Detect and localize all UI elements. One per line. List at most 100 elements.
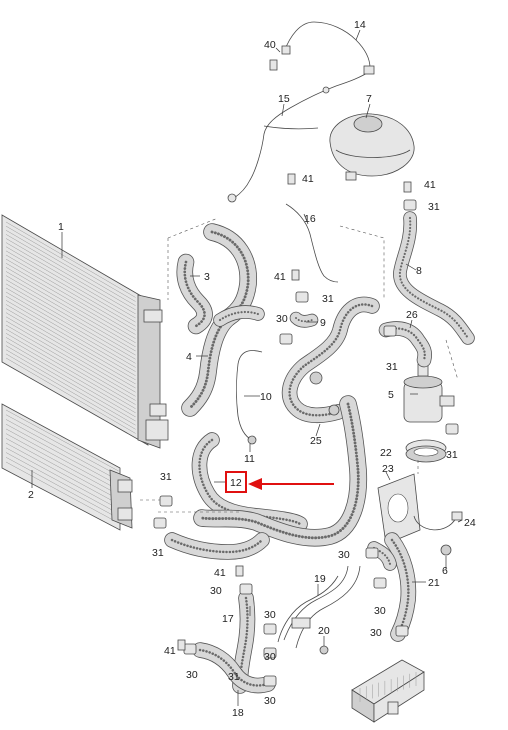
callout-40: 40	[264, 39, 276, 51]
callout-23: 23	[382, 463, 394, 475]
fin-line	[5, 225, 136, 302]
fin-line	[5, 457, 119, 519]
fin-line	[5, 353, 136, 430]
seal-ring	[405, 439, 447, 463]
fin-line	[5, 275, 136, 352]
callout-41: 41	[214, 567, 226, 579]
expansion-tank	[329, 113, 415, 181]
clip-41	[291, 269, 300, 281]
fin-line	[5, 234, 136, 311]
hose-9-layer	[290, 312, 318, 327]
fin-line	[5, 333, 136, 409]
leader-lines	[31, 29, 463, 706]
coolant-pipes-19	[277, 565, 361, 649]
sensor-t-piece	[328, 404, 340, 416]
fin-line	[5, 221, 136, 298]
auxiliary-radiator	[1, 403, 133, 531]
fin-line	[5, 312, 136, 389]
clip-41	[287, 173, 296, 185]
callout-30: 30	[338, 549, 350, 561]
highlight-box	[225, 471, 247, 493]
callout-22: 22	[380, 447, 392, 459]
clip-30	[365, 547, 379, 559]
fin-line	[5, 250, 136, 327]
hose-8-layer	[398, 216, 470, 340]
fin-line	[5, 295, 136, 372]
clip-31	[159, 495, 173, 507]
callout-41: 41	[302, 173, 314, 185]
fin-line	[5, 246, 136, 323]
bracket	[377, 473, 421, 545]
hose-21	[384, 532, 417, 642]
hose-right-bend-layer	[372, 546, 392, 566]
clip-41	[269, 59, 278, 71]
callout-10: 10	[260, 391, 272, 403]
callout-19: 19	[314, 573, 326, 585]
clamp-band	[413, 511, 463, 531]
callout-31: 31	[160, 471, 172, 483]
hose-31-lower-layer	[165, 533, 269, 559]
fin-line	[5, 271, 136, 348]
fin-line	[5, 461, 119, 524]
fin-line	[5, 308, 136, 385]
highlight-arrow-head	[248, 478, 262, 490]
clip-30	[279, 333, 293, 345]
callout-20: 20	[318, 625, 330, 637]
callout-31: 31	[386, 361, 398, 373]
callout-24: 24	[464, 517, 476, 529]
fin-line	[5, 452, 119, 514]
fin-line	[5, 267, 136, 343]
fin-line	[5, 324, 136, 401]
bolt-6	[440, 544, 452, 556]
fin-line	[5, 328, 136, 405]
reference-dashes	[140, 217, 459, 513]
hose-12	[191, 432, 308, 532]
callout-7: 7	[366, 93, 372, 105]
clip-30	[183, 643, 197, 655]
callout-1: 1	[58, 221, 64, 233]
fin-line	[5, 447, 119, 510]
callout-6: 6	[442, 565, 448, 577]
callout-15: 15	[278, 93, 290, 105]
hose-31-lower-layer	[170, 538, 264, 554]
callout-31: 31	[428, 201, 440, 213]
callout-18: 18	[232, 707, 244, 719]
hose-9	[289, 311, 319, 328]
thermostat-connector	[309, 371, 323, 385]
fin-line	[5, 262, 136, 339]
clip-41	[235, 565, 244, 577]
callout-31: 31	[152, 547, 164, 559]
callout-8: 8	[416, 265, 422, 277]
hose-3-layer	[183, 260, 206, 328]
callout-17: 17	[222, 613, 234, 625]
callout-31: 31	[446, 449, 458, 461]
hose-18-layer	[198, 648, 270, 687]
fin-line	[5, 357, 136, 434]
water-pump	[403, 363, 455, 423]
callout-16: 16	[304, 213, 316, 225]
fin-line	[5, 316, 136, 393]
fin-line	[5, 428, 119, 491]
radiator	[1, 214, 169, 449]
callout-2: 2	[28, 489, 34, 501]
clip-31	[383, 325, 397, 337]
callout-30: 30	[370, 627, 382, 639]
hose-26-layer	[384, 327, 426, 362]
clip-31	[153, 517, 167, 529]
fin-line	[5, 300, 136, 376]
fin-line	[5, 341, 136, 418]
clip-30	[373, 577, 387, 589]
clip-30	[239, 583, 253, 595]
callout-26: 26	[406, 309, 418, 321]
callout-41: 41	[274, 271, 286, 283]
fin-line	[5, 287, 136, 364]
callout-41: 41	[424, 179, 436, 191]
clip-31	[445, 423, 459, 435]
fin-line	[5, 345, 136, 422]
callout-3: 3	[204, 271, 210, 283]
clip-31	[295, 291, 309, 303]
fin-line	[5, 442, 119, 505]
callout-11: 11	[244, 453, 255, 465]
highlight-callout-12	[225, 471, 334, 493]
